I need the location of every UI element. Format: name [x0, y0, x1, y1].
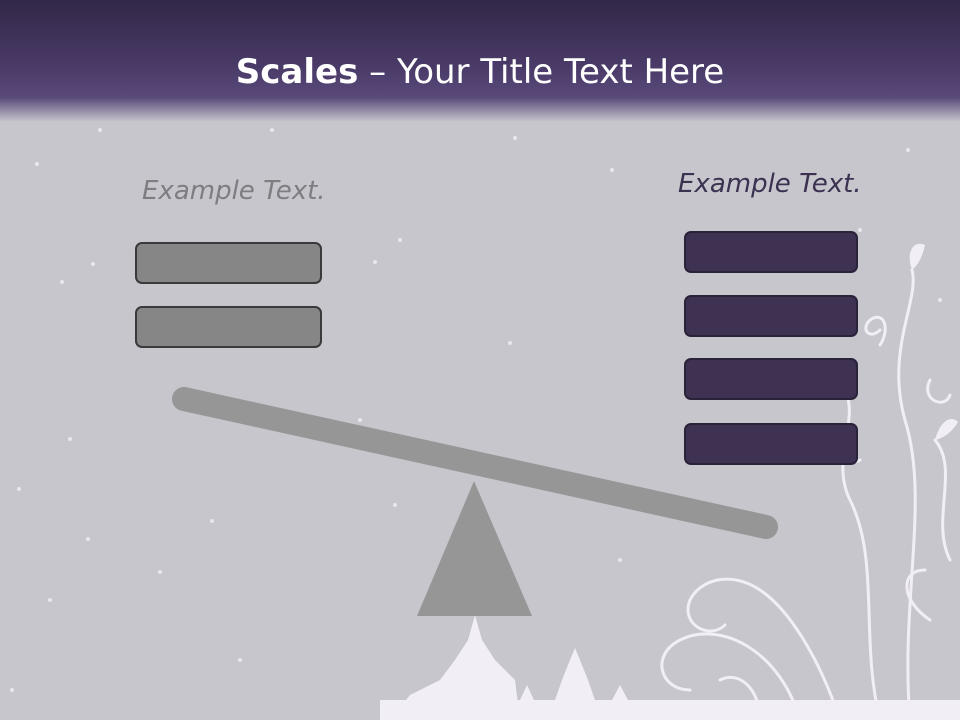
title-rest: – Your Title Text Here [358, 52, 725, 92]
right-box-2 [684, 295, 858, 337]
left-box-2 [135, 306, 322, 348]
header-bar [0, 0, 960, 122]
swirl-ornament [660, 268, 952, 720]
scale-beam [172, 387, 778, 539]
right-box-3 [684, 358, 858, 400]
right-box-4 [684, 423, 858, 465]
tree-silhouettes [380, 615, 960, 720]
right-box-1 [684, 231, 858, 273]
scale-fulcrum [417, 481, 532, 616]
left-box-1 [135, 242, 322, 284]
snow-dots [10, 128, 942, 692]
left-label: Example Text. [142, 176, 326, 206]
slide-title: Scales – Your Title Text Here [0, 52, 960, 92]
title-bold: Scales [235, 52, 359, 92]
right-label: Example Text. [678, 169, 862, 199]
